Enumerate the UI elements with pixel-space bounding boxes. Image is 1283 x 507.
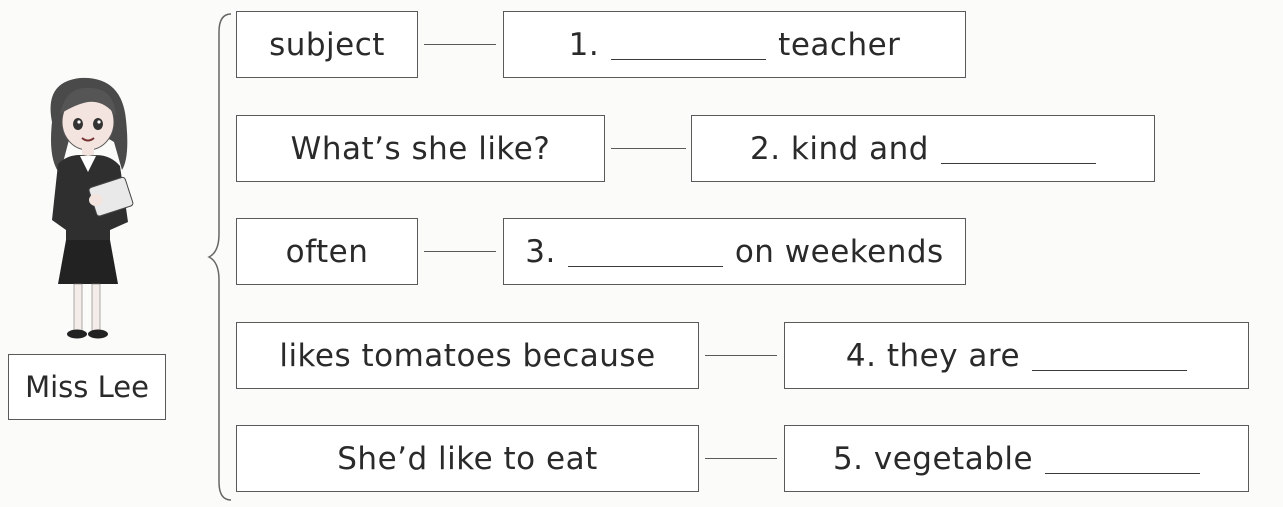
prompt-text: She’d like to eat xyxy=(337,440,598,477)
answer-prefix: kind and xyxy=(790,130,929,167)
answer-blank-5[interactable] xyxy=(1045,443,1201,474)
item-number: 2. xyxy=(749,130,781,167)
prompt-box-what-like: What’s she like? xyxy=(236,115,605,182)
answer-blank-2[interactable] xyxy=(941,133,1096,164)
answer-box-2: 2. kind and xyxy=(691,115,1155,182)
answer-blank-3[interactable] xyxy=(567,236,723,267)
connector-line xyxy=(611,148,686,149)
connector-line xyxy=(424,44,496,45)
prompt-box-subject: subject xyxy=(236,11,418,78)
curly-brace xyxy=(207,13,232,501)
prompt-box-eat: She’d like to eat xyxy=(236,425,699,492)
item-number: 3. xyxy=(525,233,556,270)
answer-box-3: 3. on weekends xyxy=(503,218,966,285)
teacher-illustration xyxy=(50,77,134,339)
item-number: 5. xyxy=(832,440,864,477)
skirt xyxy=(58,240,118,284)
answer-box-1: 1. teacher xyxy=(503,11,966,78)
prompt-box-tomatoes: likes tomatoes because xyxy=(236,322,699,389)
answer-prefix: they are xyxy=(886,337,1021,374)
connector-line xyxy=(424,251,496,252)
character-name-label: Miss Lee xyxy=(8,354,166,420)
right-eye xyxy=(93,118,103,130)
answer-blank-4[interactable] xyxy=(1032,340,1188,371)
prompt-text: often xyxy=(285,233,369,270)
left-shoe xyxy=(67,329,87,339)
prompt-box-often: often xyxy=(236,218,418,285)
item-number: 1. xyxy=(568,26,600,63)
answer-suffix: teacher xyxy=(778,26,901,63)
answer-blank-1[interactable] xyxy=(611,29,767,60)
connector-line xyxy=(705,355,777,356)
prompt-text: likes tomatoes because xyxy=(279,337,656,374)
bangs xyxy=(60,87,116,116)
right-shoe xyxy=(88,329,108,339)
answer-suffix: on weekends xyxy=(734,233,944,270)
prompt-text: What’s she like? xyxy=(290,130,551,167)
answer-prefix: vegetable xyxy=(873,440,1034,477)
connector-line xyxy=(705,458,777,459)
answer-box-5: 5. vegetable xyxy=(784,425,1249,492)
mouth xyxy=(81,137,95,142)
answer-box-4: 4. they are xyxy=(784,322,1249,389)
left-eye xyxy=(73,118,83,130)
item-number: 4. xyxy=(845,337,877,374)
prompt-text: subject xyxy=(269,26,385,63)
